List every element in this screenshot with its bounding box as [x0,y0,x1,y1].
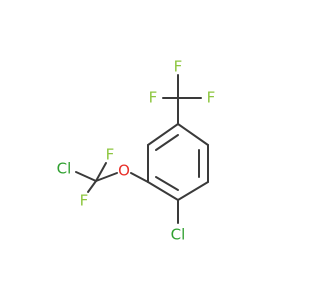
atom-f-side-chain-bottom-label: F [80,192,89,210]
atom-f-left-label: F [149,89,158,107]
atom-cl-ring-label: Cl [171,226,186,244]
bond-cf2cl-f-right [95,162,107,182]
atom-f-top-label: F [174,58,183,76]
bond-cf2cl-cl [75,171,97,182]
bond-ring-c6-c1 [147,123,179,146]
bond-ring-o [130,172,149,183]
atom-f-side-chain-right-label: F [106,146,115,164]
atom-o-label: O [118,162,130,180]
bond-ring-c1-c2 [177,123,209,146]
bond-cf2cl-f-bottom [87,180,97,193]
bond-ring-c4-c5 [147,181,179,201]
bond-ring-c3-c4 [177,181,209,201]
atom-f-right-label: F [207,89,216,107]
bond-o-cf2cl [95,172,118,182]
atom-cl-side-chain-label: Cl [57,160,72,178]
structure-svg: F F F Cl F F O Cl [57,58,216,244]
bond-ring-c4-c5-inner [155,176,179,191]
bond-ring-c6-c1-inner [155,134,179,151]
molecule-diagram: F F F Cl F F O Cl [57,58,216,244]
